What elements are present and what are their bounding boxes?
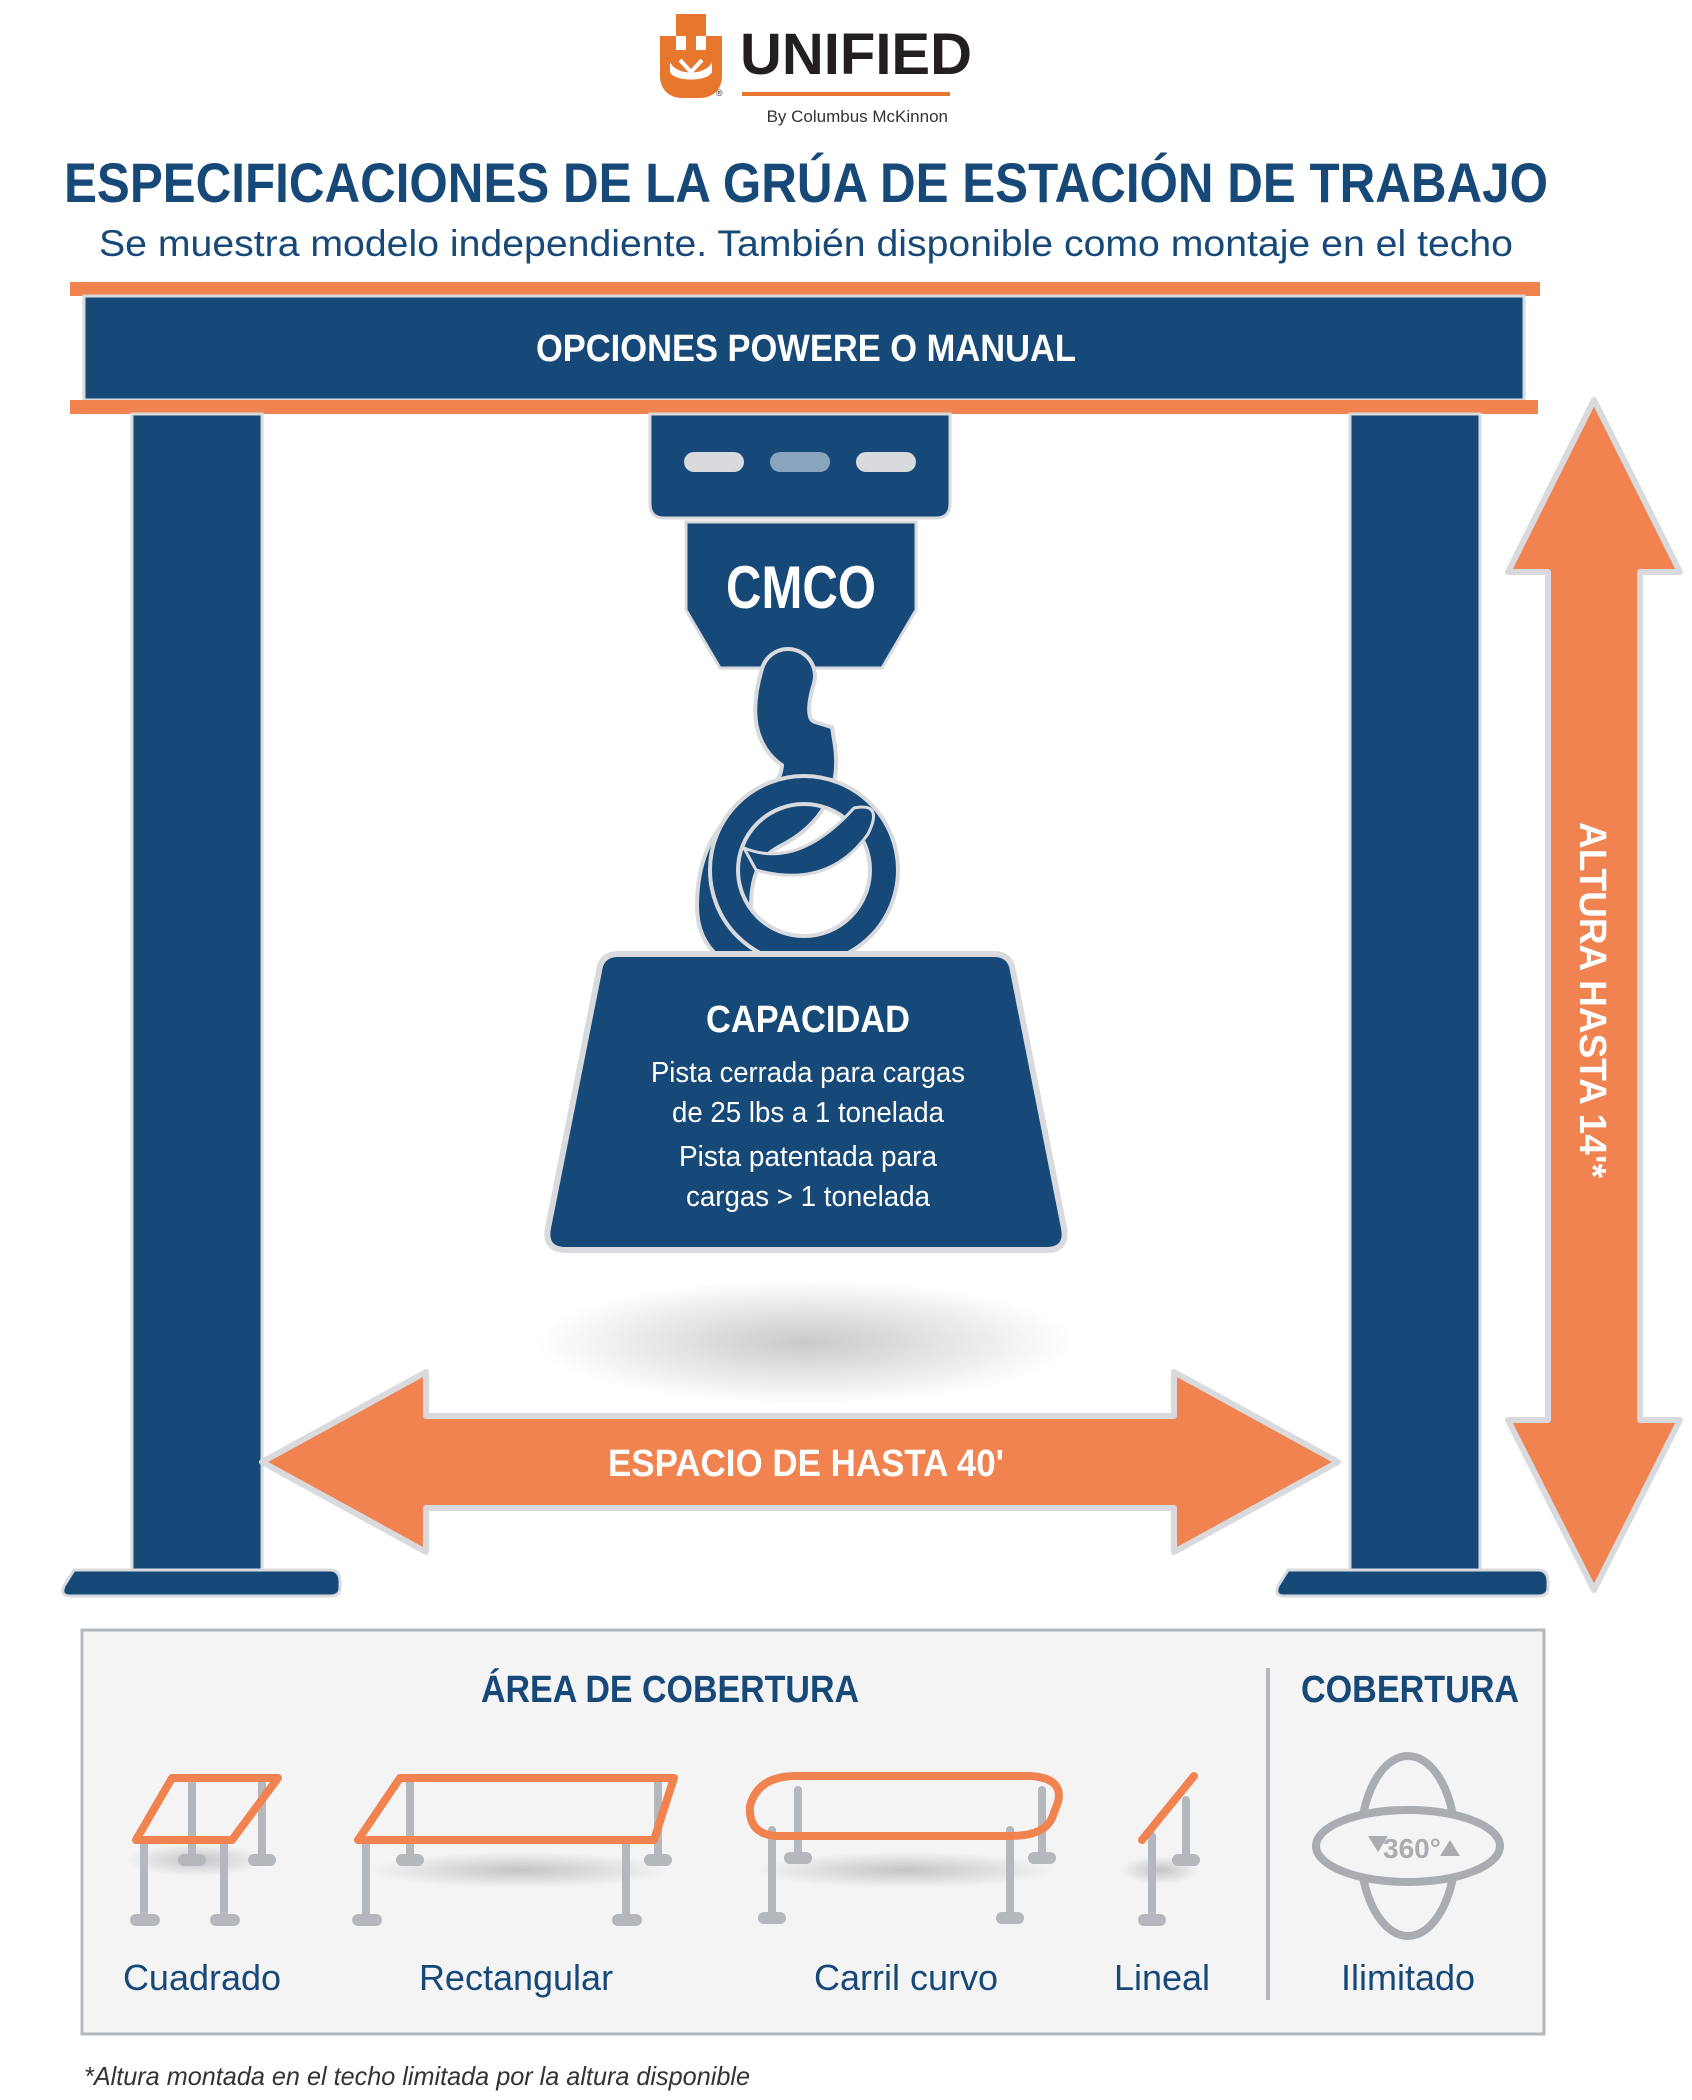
span-arrow: ESPACIO DE HASTA 40' — [259, 1369, 1341, 1555]
double-arrow-horizontal-icon — [259, 1369, 1341, 1555]
footnote: *Altura montada en el techo limitada por… — [84, 2061, 750, 2091]
brand-name: UNIFIED — [740, 22, 972, 87]
coverage-label-linear: Lineal — [1114, 1957, 1210, 1998]
indicator-light-1 — [684, 452, 744, 472]
beam-orange-bottom — [70, 400, 1538, 414]
rectangular-track-icon — [352, 1774, 678, 1926]
right-leg — [1275, 412, 1550, 1598]
curved-track-icon — [745, 1772, 1063, 1924]
top-beam: OPCIONES POWERE O MANUAL — [70, 282, 1540, 414]
capacity-weight — [544, 951, 1068, 1253]
height-arrow: ALTURA HASTA 14'* — [1505, 397, 1683, 1593]
beam-label: OPCIONES POWERE O MANUAL — [536, 328, 1076, 370]
hoist-body — [684, 520, 918, 670]
coverage-label-square: Cuadrado — [123, 1957, 281, 1998]
beam-orange-top — [70, 282, 1540, 296]
double-arrow-vertical-icon — [1505, 397, 1683, 1593]
hook-tip — [740, 805, 876, 877]
capacity-title: CAPACIDAD — [706, 999, 910, 1041]
rotation-label: 360° — [1383, 1833, 1441, 1864]
capacity-line-2: de 25 lbs a 1 tonelada — [672, 1097, 945, 1129]
coverage-label-rectangular: Rectangular — [419, 1957, 613, 1998]
brand-underline — [742, 92, 950, 96]
hoist: CMCO — [648, 412, 952, 966]
shovel-icon — [660, 14, 722, 98]
coverage-area-title: ÁREA DE COBERTURA — [481, 1667, 859, 1711]
linear-track-icon — [1120, 1772, 1200, 1926]
indicator-light-2 — [770, 452, 830, 472]
capacity-line-3: Pista patentada para — [679, 1141, 938, 1173]
unified-logo: ® UNIFIED By Columbus McKinnon — [660, 14, 972, 126]
capacity-line-1: Pista cerrada para cargas — [651, 1057, 965, 1089]
brand-tagline: By Columbus McKinnon — [767, 107, 948, 126]
coverage-value: Ilimitado — [1341, 1957, 1475, 1998]
shackle-ring — [712, 778, 896, 962]
page-subtitle: Se muestra modelo independiente. También… — [99, 223, 1513, 264]
rotation-360-icon: 360° — [1312, 1752, 1504, 1940]
height-label: ALTURA HASTA 14'* — [1571, 822, 1613, 1178]
span-label: ESPACIO DE HASTA 40' — [608, 1443, 1004, 1485]
weight-shadow — [536, 1280, 1076, 1404]
coverage-title: COBERTURA — [1301, 1669, 1519, 1711]
registered-mark: ® — [716, 88, 723, 98]
capacity-line-4: cargas > 1 tonelada — [686, 1181, 931, 1213]
coverage-label-curved: Carril curvo — [814, 1957, 998, 1998]
beam-body — [82, 294, 1526, 402]
left-leg — [61, 412, 342, 1598]
cmco-logo: CMCO — [726, 554, 876, 621]
square-track-icon — [126, 1774, 282, 1926]
indicator-light-3 — [856, 452, 916, 472]
page-title: ESPECIFICACIONES DE LA GRÚA DE ESTACIÓN … — [64, 151, 1548, 214]
capacity-block: CAPACIDAD Pista cerrada para cargas de 2… — [651, 999, 965, 1213]
